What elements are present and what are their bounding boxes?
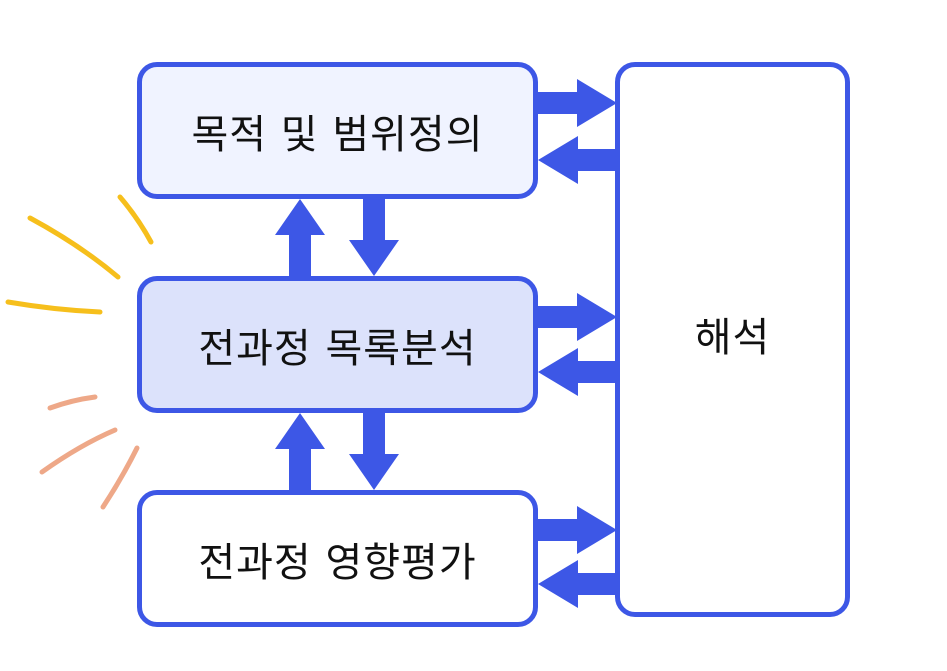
goal-and-scope-box: 목적 및 범위정의	[137, 62, 538, 199]
arrow-inventory-to-interpretation	[534, 293, 617, 341]
inventory-analysis-box: 전과정 목록분석	[137, 276, 538, 413]
arrow-impact-to-interpretation	[534, 506, 617, 554]
impact-assessment-box: 전과정 영향평가	[137, 490, 538, 627]
arrow-interpretation-to-impact	[538, 560, 619, 608]
burst-stroke-yellow-3	[5, 299, 103, 315]
emphasis-burst	[5, 194, 154, 510]
arrow-inventory-to-goal	[275, 199, 325, 280]
arrow-interpretation-to-inventory	[538, 348, 619, 396]
burst-stroke-orange-3	[100, 445, 140, 510]
arrow-goal-to-interpretation	[534, 79, 617, 127]
inventory-analysis-label: 전과정 목록분석	[198, 325, 477, 372]
interpretation-label: 해석	[694, 315, 771, 361]
arrow-interpretation-to-goal	[538, 136, 619, 184]
arrow-inventory-to-impact	[349, 411, 399, 490]
burst-stroke-yellow-2	[27, 215, 121, 280]
burst-stroke-orange-2	[39, 427, 118, 475]
burst-stroke-yellow-1	[117, 194, 154, 245]
arrow-group	[275, 79, 619, 608]
arrow-goal-to-inventory	[349, 197, 399, 276]
arrow-impact-to-inventory	[275, 413, 325, 494]
impact-assessment-label: 전과정 영향평가	[198, 539, 477, 586]
goal-and-scope-label: 목적 및 범위정의	[191, 111, 484, 158]
interpretation-box: 해석	[615, 62, 850, 617]
burst-stroke-orange-1	[47, 394, 98, 411]
